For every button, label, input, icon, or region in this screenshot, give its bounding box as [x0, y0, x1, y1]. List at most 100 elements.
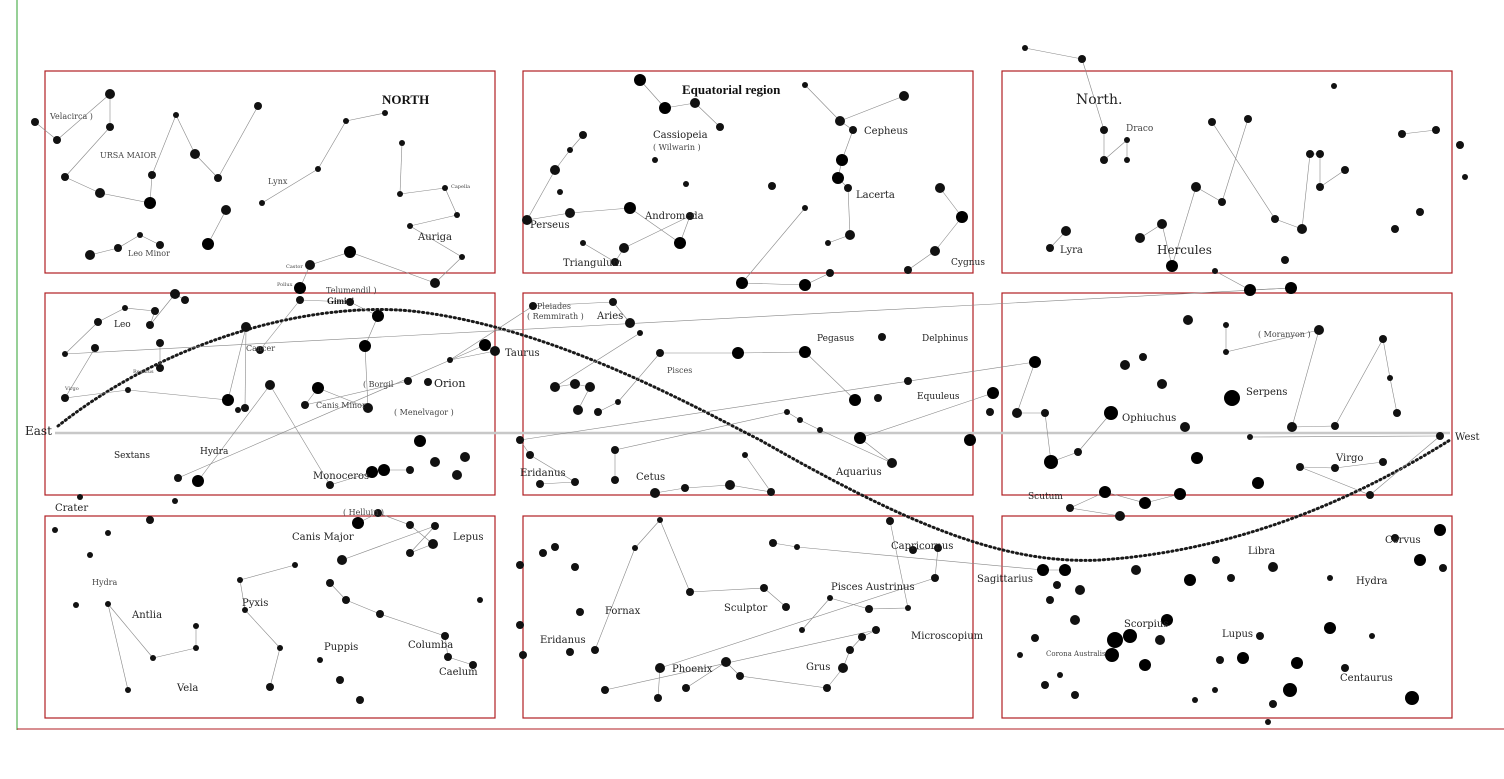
constellation-line	[744, 454, 772, 493]
star	[835, 116, 845, 126]
star	[407, 223, 413, 229]
constellation-line	[261, 168, 319, 204]
label-orion: Orion	[434, 377, 466, 390]
constellation-line	[659, 577, 936, 669]
star	[681, 484, 689, 492]
star	[222, 394, 234, 406]
constellation-line	[107, 603, 129, 691]
star	[611, 258, 619, 266]
star	[359, 340, 371, 352]
constellation-line	[763, 587, 787, 608]
constellation-line	[819, 429, 893, 464]
star	[356, 696, 364, 704]
star	[782, 603, 790, 611]
star	[170, 289, 180, 299]
constellation-line	[34, 121, 58, 141]
star	[1139, 497, 1151, 509]
star	[490, 346, 500, 356]
star	[1391, 225, 1399, 233]
constellation-line	[177, 344, 486, 479]
star	[1281, 256, 1289, 264]
constellation-line	[847, 187, 851, 236]
star	[655, 663, 665, 673]
star	[550, 165, 560, 175]
star	[312, 382, 324, 394]
star	[650, 488, 660, 498]
star	[106, 123, 114, 131]
label-phoenix: Phoenix	[672, 664, 713, 675]
star	[1237, 652, 1249, 664]
constellation-line	[1211, 121, 1276, 220]
constellation-line	[1069, 491, 1106, 509]
star	[146, 321, 154, 329]
star	[406, 521, 414, 529]
star	[1216, 656, 1224, 664]
star	[690, 98, 700, 108]
constellation-line	[1334, 338, 1384, 427]
star	[428, 539, 438, 549]
star	[1074, 448, 1082, 456]
star	[1041, 681, 1049, 689]
constellation-line	[639, 79, 666, 109]
label-pyxis: Pyxis	[242, 598, 268, 609]
star	[190, 149, 200, 159]
label-hydra-low: Hydra	[92, 578, 117, 587]
constellation-line	[1382, 338, 1391, 379]
star	[632, 545, 638, 551]
star	[431, 522, 439, 530]
star	[1022, 45, 1028, 51]
star	[1078, 55, 1086, 63]
star	[579, 131, 587, 139]
label-menelvagor: ( Menelvagor )	[394, 408, 454, 417]
constellation-line	[519, 361, 1036, 441]
star	[399, 140, 405, 146]
label-pisces: Pisces	[667, 366, 692, 375]
star	[826, 269, 834, 277]
label-auriga: Auriga	[417, 232, 452, 243]
star	[1462, 174, 1468, 180]
label-sagittarius: Sagittarius	[977, 574, 1033, 585]
constellation-line	[739, 675, 828, 689]
star	[886, 517, 894, 525]
star	[1104, 406, 1118, 420]
star	[674, 237, 686, 249]
constellation-line	[341, 525, 436, 561]
constellation-line	[64, 389, 129, 399]
star	[366, 466, 378, 478]
label-sextans: Sextans	[114, 451, 150, 461]
star	[430, 457, 440, 467]
star	[1398, 130, 1406, 138]
star	[125, 387, 131, 393]
constellation-line	[304, 380, 409, 406]
star	[326, 481, 334, 489]
constellation-line	[829, 597, 870, 610]
star	[844, 184, 852, 192]
star	[1283, 683, 1297, 697]
star	[846, 646, 854, 654]
title-north-right: North.	[1076, 92, 1122, 108]
star	[1391, 534, 1399, 542]
star	[337, 555, 347, 565]
constellation-line	[694, 102, 721, 128]
constellation-line	[1319, 169, 1346, 188]
star	[1297, 224, 1307, 234]
panel-mid-center	[522, 292, 974, 496]
constellation-line	[737, 351, 806, 354]
star	[825, 240, 831, 246]
star	[1046, 596, 1054, 604]
star	[479, 339, 491, 351]
star	[1331, 83, 1337, 89]
constellation-line	[399, 187, 446, 195]
constellation-line	[729, 484, 772, 493]
panel-north-right	[1001, 70, 1453, 274]
star	[148, 171, 156, 179]
label-caelum: Caelum	[439, 667, 478, 678]
constellation-line	[1214, 270, 1251, 291]
constellation-line	[227, 326, 247, 401]
label-aries: Aries	[596, 311, 623, 322]
constellation-line	[449, 305, 534, 361]
constellation-line	[175, 114, 196, 155]
star	[659, 102, 671, 114]
star	[858, 633, 866, 641]
constellation-line	[804, 351, 856, 401]
